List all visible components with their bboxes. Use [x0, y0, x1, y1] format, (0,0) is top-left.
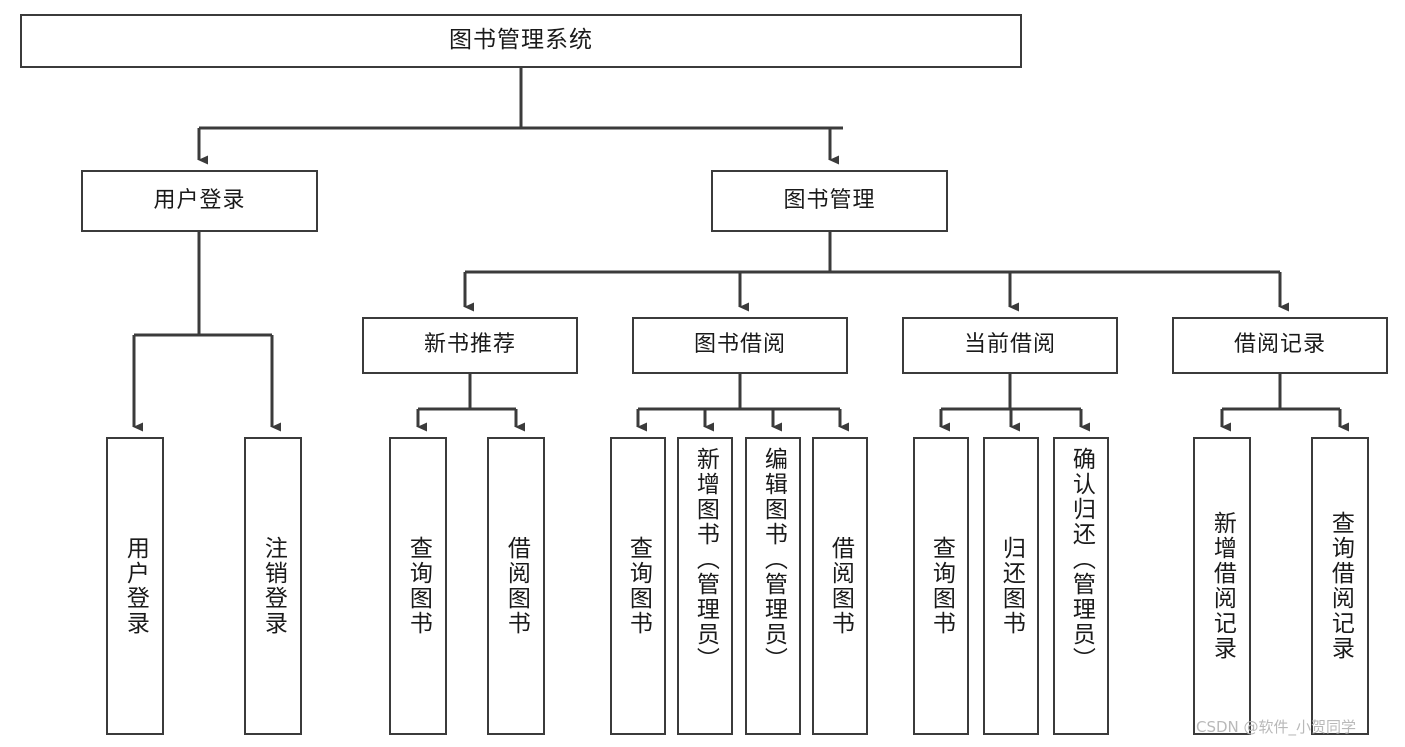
leaf-label: 新增图书（管理员） — [692, 447, 719, 672]
leaf-text-wrap: 查询图书 — [612, 447, 664, 725]
node-book-borrow[interactable]: 图书借阅 — [632, 317, 848, 374]
leaf-query-book-2[interactable]: 查询图书 — [610, 437, 666, 735]
leaf-label: 查询借阅记录 — [1327, 511, 1354, 661]
leaf-text-wrap: 确认归还（管理员） — [1055, 447, 1107, 725]
leaf-label: 注销登录 — [260, 536, 287, 636]
csdn-watermark: CSDN @软件_小贺同学 — [1196, 718, 1357, 736]
node-borrow-record[interactable]: 借阅记录 — [1172, 317, 1388, 374]
leaf-text-wrap: 归还图书 — [985, 447, 1037, 725]
leaf-query-record[interactable]: 查询借阅记录 — [1311, 437, 1369, 735]
leaf-borrow-book-1[interactable]: 借阅图书 — [487, 437, 545, 735]
leaf-label: 查询图书 — [928, 536, 955, 636]
leaf-label: 借阅图书 — [827, 536, 854, 636]
leaf-text-wrap: 注销登录 — [246, 447, 300, 725]
leaf-label: 查询图书 — [405, 536, 432, 636]
node-user-login[interactable]: 用户登录 — [81, 170, 318, 232]
leaf-text-wrap: 查询图书 — [391, 447, 445, 725]
leaf-text-wrap: 借阅图书 — [814, 447, 866, 725]
leaf-text-wrap: 新增图书（管理员） — [679, 447, 731, 725]
leaf-add-record[interactable]: 新增借阅记录 — [1193, 437, 1251, 735]
leaf-edit-book[interactable]: 编辑图书（管理员） — [745, 437, 801, 735]
leaf-user-login[interactable]: 用户登录 — [106, 437, 164, 735]
leaf-query-book-3[interactable]: 查询图书 — [913, 437, 969, 735]
leaf-label: 用户登录 — [122, 536, 149, 636]
leaf-return-book[interactable]: 归还图书 — [983, 437, 1039, 735]
leaf-label: 新增借阅记录 — [1209, 511, 1236, 661]
leaf-label: 借阅图书 — [503, 536, 530, 636]
leaf-text-wrap: 新增借阅记录 — [1195, 447, 1249, 725]
leaf-confirm-return[interactable]: 确认归还（管理员） — [1053, 437, 1109, 735]
leaf-text-wrap: 借阅图书 — [489, 447, 543, 725]
node-book-management[interactable]: 图书管理 — [711, 170, 948, 232]
leaf-text-wrap: 查询图书 — [915, 447, 967, 725]
leaf-borrow-book-2[interactable]: 借阅图书 — [812, 437, 868, 735]
leaf-label: 归还图书 — [998, 536, 1025, 636]
node-root-system[interactable]: 图书管理系统 — [20, 14, 1022, 68]
leaf-label: 确认归还（管理员） — [1068, 447, 1095, 672]
leaf-text-wrap: 查询借阅记录 — [1313, 447, 1367, 725]
node-current-borrow[interactable]: 当前借阅 — [902, 317, 1118, 374]
leaf-text-wrap: 用户登录 — [108, 447, 162, 725]
leaf-logout[interactable]: 注销登录 — [244, 437, 302, 735]
leaf-query-book-1[interactable]: 查询图书 — [389, 437, 447, 735]
leaf-label: 编辑图书（管理员） — [760, 447, 787, 672]
leaf-text-wrap: 编辑图书（管理员） — [747, 447, 799, 725]
leaf-label: 查询图书 — [625, 536, 652, 636]
node-new-book-recommend[interactable]: 新书推荐 — [362, 317, 578, 374]
leaf-add-book[interactable]: 新增图书（管理员） — [677, 437, 733, 735]
